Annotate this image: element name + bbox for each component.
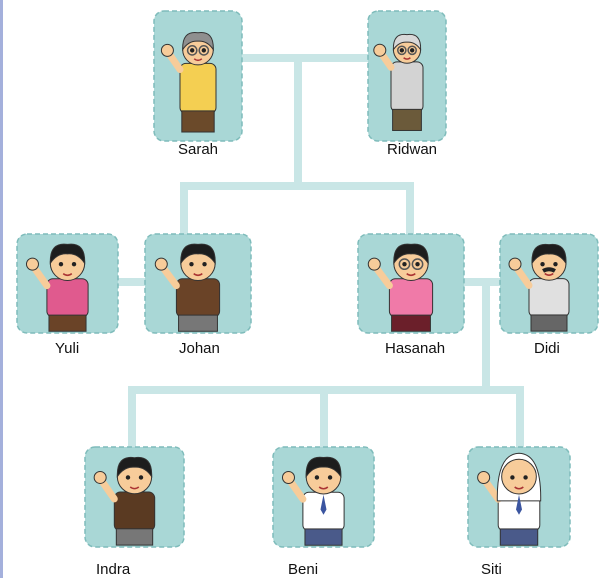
man-icon [144,233,252,334]
person-card-beni [272,446,375,548]
person-name-hasanah: Hasanah [385,340,446,357]
grandmother-icon [153,10,243,142]
person-name-yuli: Yuli [55,340,80,357]
schoolboy-icon [272,446,375,548]
person-card-didi [499,233,599,334]
person-name-beni: Beni [288,561,319,578]
schoolgirl-hijab-icon [467,446,571,548]
woman-glasses-icon [357,233,465,334]
person-name-indra: Indra [96,561,131,578]
left-edge-strip [0,0,3,578]
person-name-sarah: Sarah [178,141,219,158]
person-card-ridwan [367,10,447,142]
person-card-siti [467,446,571,548]
person-name-siti: Siti [481,561,502,578]
person-name-ridwan: Ridwan [387,141,438,158]
man-mustache-icon [499,233,599,334]
person-card-johan [144,233,252,334]
person-card-hasanah [357,233,465,334]
person-card-indra [84,446,185,548]
woman-icon [16,233,119,334]
person-card-sarah [153,10,243,142]
boy-icon [84,446,185,548]
person-name-didi: Didi [534,340,560,357]
grandfather-icon [367,10,447,142]
person-name-johan: Johan [179,340,220,357]
person-card-yuli [16,233,119,334]
